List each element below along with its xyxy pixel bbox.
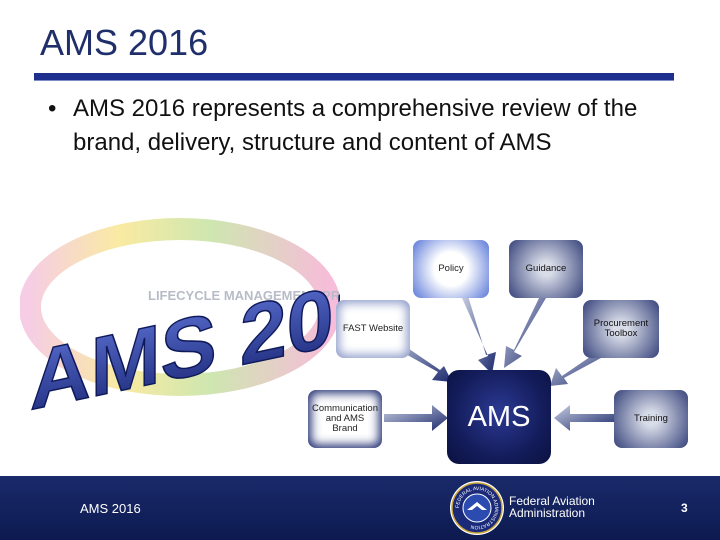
- arrow-guidance: [504, 296, 546, 368]
- node-procurement-toolbox: Procurement Toolbox: [583, 300, 659, 358]
- footer-org-line2: Administration: [509, 506, 586, 520]
- slide-title: AMS 2016: [40, 22, 209, 63]
- node-training: Training: [614, 390, 688, 448]
- page-number: 3: [681, 501, 688, 515]
- footer-organization: Federal Aviation Administration: [509, 495, 595, 519]
- title-rule: [34, 73, 674, 80]
- footer-org-line1: Federal Aviation: [509, 494, 595, 508]
- arrow-training: [554, 405, 614, 431]
- ams-2016-logo: LIFECYCLE MANAGEMENT PROCESS AMS 2016: [20, 218, 340, 412]
- footer-bar: [0, 476, 720, 540]
- logo-inner: [52, 249, 308, 365]
- bullet-dot: •: [48, 95, 57, 122]
- node-fast-website: FAST Website: [336, 300, 410, 358]
- node-communication: Communication and AMS Brand: [308, 390, 382, 448]
- faa-seal-icon: FEDERAL AVIATION ADMINISTRATION: [450, 481, 504, 535]
- arrow-communication: [384, 405, 448, 431]
- node-ams-center: AMS: [447, 370, 551, 464]
- node-guidance: Guidance: [509, 240, 583, 298]
- logo-ring-text: LIFECYCLE MANAGEMENT PROCESS: [148, 288, 340, 303]
- title-rule-thin: [34, 80, 674, 81]
- logo-ring: [20, 218, 340, 396]
- node-policy: Policy: [413, 240, 489, 298]
- bullet-text: AMS 2016 represents a comprehensive revi…: [73, 95, 638, 156]
- arrow-policy: [462, 296, 496, 374]
- footer-title: AMS 2016: [80, 501, 141, 516]
